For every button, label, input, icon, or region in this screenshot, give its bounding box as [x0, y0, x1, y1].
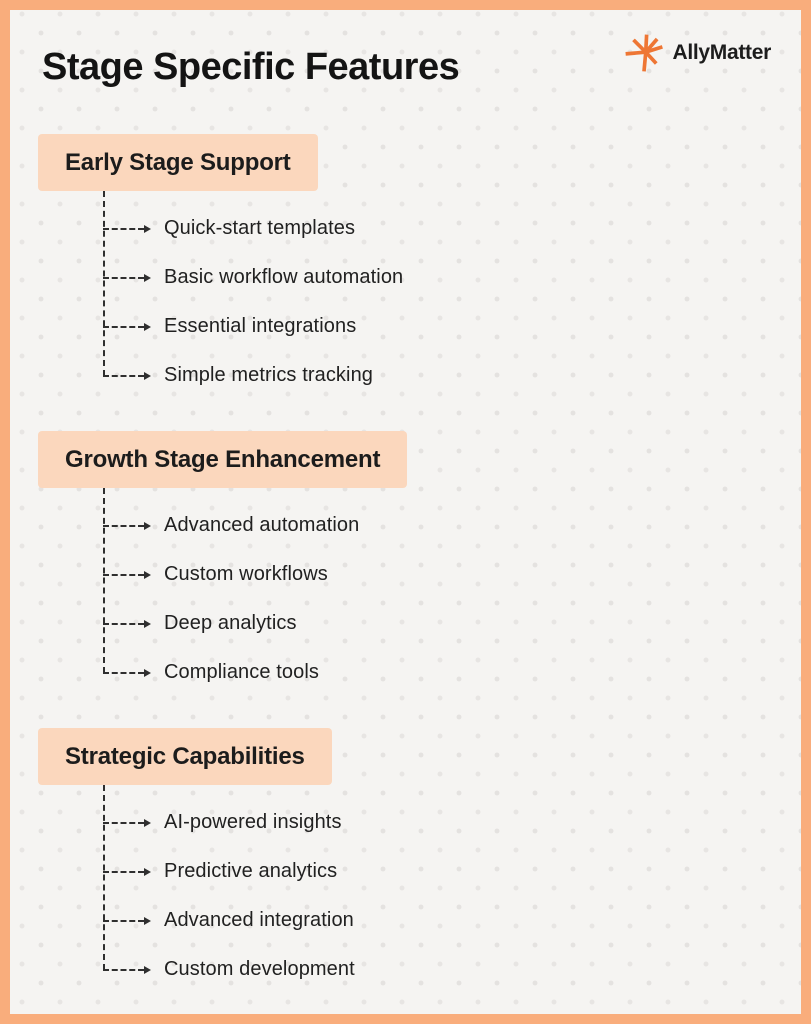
feature-label: Advanced integration [164, 909, 354, 931]
feature-item: Advanced integration [103, 896, 355, 945]
feature-item: Predictive analytics [103, 847, 355, 896]
starburst-icon [625, 34, 664, 72]
feature-item: Advanced automation [103, 501, 359, 550]
feature-label: Compliance tools [164, 661, 320, 683]
feature-list: Quick-start templates Basic workflow aut… [103, 204, 403, 400]
feature-list: Advanced automation Custom workflows Dee… [103, 501, 359, 697]
arrow-icon [103, 818, 151, 828]
feature-label: AI-powered insights [164, 811, 342, 833]
brand-logo: AllyMatter [623, 32, 771, 74]
arrow-icon [103, 224, 151, 234]
feature-item: Basic workflow automation [103, 253, 403, 302]
connector-line [103, 191, 105, 376]
feature-label: Basic workflow automation [164, 266, 404, 288]
page-title: Stage Specific Features [42, 46, 460, 88]
brand-name: AllyMatter [672, 41, 771, 64]
feature-label: Essential integrations [164, 315, 357, 337]
feature-item: Custom development [103, 945, 355, 994]
feature-label: Quick-start templates [164, 217, 356, 239]
feature-label: Custom workflows [164, 563, 328, 585]
connector-line [103, 785, 105, 970]
feature-item: Quick-start templates [103, 204, 403, 253]
arrow-icon [103, 521, 151, 531]
stage-section-early: Early Stage Support Quick-start template… [38, 134, 598, 386]
feature-label: Deep analytics [164, 612, 297, 634]
feature-label: Advanced automation [164, 514, 360, 536]
arrow-icon [103, 867, 151, 877]
poster-canvas: Stage Specific Features AllyMatter Early… [10, 10, 801, 1014]
arrow-icon [103, 965, 151, 975]
arrow-icon [103, 619, 151, 629]
stage-section-growth: Growth Stage Enhancement Advanced automa… [38, 431, 598, 683]
arrow-icon [103, 322, 151, 332]
feature-item: Essential integrations [103, 302, 403, 351]
arrow-icon [103, 668, 151, 678]
feature-item: Simple metrics tracking [103, 351, 403, 400]
feature-item: AI-powered insights [103, 798, 355, 847]
feature-item: Compliance tools [103, 648, 359, 697]
arrow-icon [103, 570, 151, 580]
feature-label: Predictive analytics [164, 860, 338, 882]
stage-header: Early Stage Support [38, 134, 318, 191]
feature-item: Deep analytics [103, 599, 359, 648]
arrow-icon [103, 371, 151, 381]
feature-item: Custom workflows [103, 550, 359, 599]
stage-header: Growth Stage Enhancement [38, 431, 408, 488]
arrow-icon [103, 916, 151, 926]
feature-list: AI-powered insights Predictive analytics… [103, 798, 355, 994]
connector-line [103, 488, 105, 673]
feature-label: Custom development [164, 958, 355, 980]
feature-label: Simple metrics tracking [164, 364, 374, 386]
stage-section-strategic: Strategic Capabilities AI-powered insigh… [38, 728, 598, 980]
stage-header: Strategic Capabilities [38, 728, 332, 785]
arrow-icon [103, 273, 151, 283]
